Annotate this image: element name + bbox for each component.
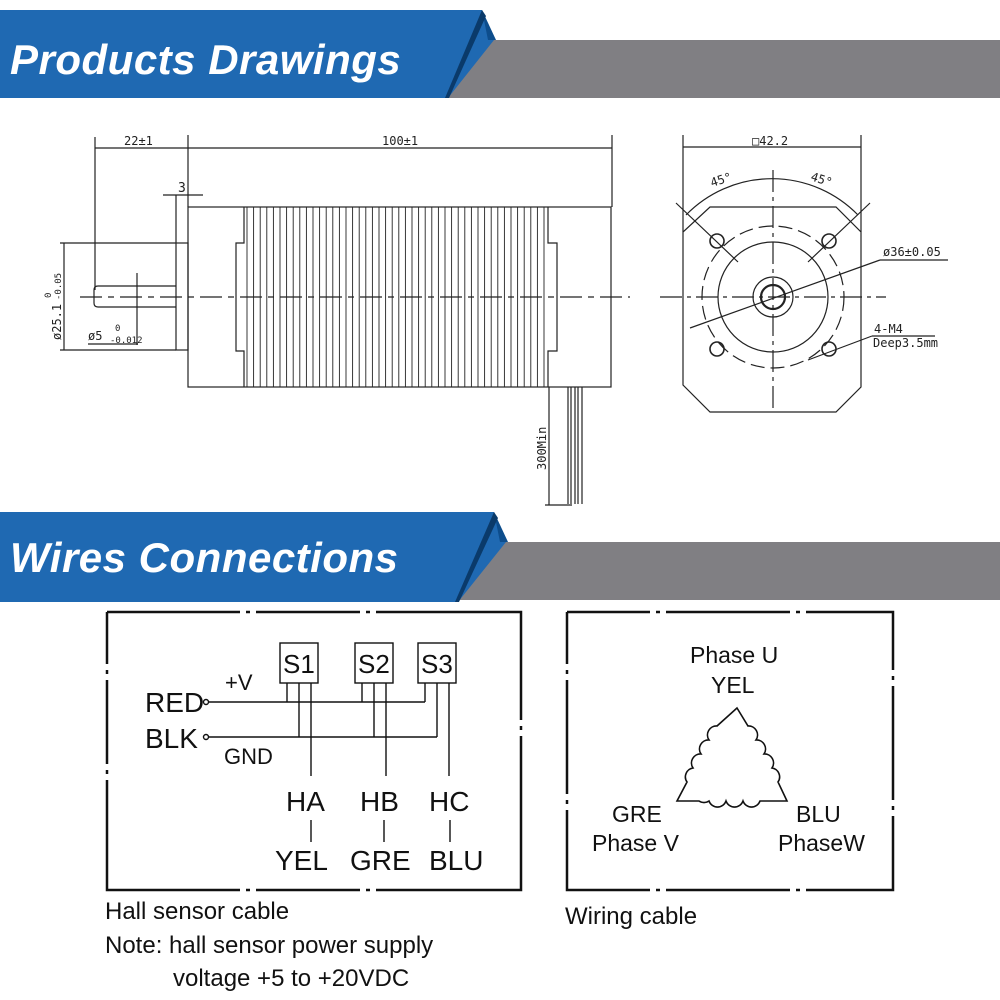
wires-connections-banner: Wires Connections bbox=[0, 512, 1000, 602]
red-wire-label: RED bbox=[145, 687, 204, 718]
dim-pilot-tol-upper: 0 bbox=[44, 293, 54, 298]
output-hb: HB bbox=[360, 786, 399, 817]
front-flange-outline bbox=[682, 206, 862, 413]
phase-v-label: Phase V bbox=[592, 830, 680, 856]
hole-spec-2: Deep3.5mm bbox=[873, 336, 938, 350]
banner-shape bbox=[0, 10, 1000, 98]
dim-lead-length: 300Min bbox=[535, 427, 549, 470]
delta-winding-icon bbox=[675, 706, 789, 808]
dim-bolt-circle: ø36±0.05 bbox=[883, 245, 941, 259]
sensor-s3: S3 bbox=[421, 649, 453, 679]
hall-sensor-caption: Hall sensor cable bbox=[105, 898, 290, 925]
output-hc-color: BLU bbox=[429, 845, 483, 876]
winding-frame bbox=[565, 610, 895, 892]
dim-pilot-diameter: ø25.1 bbox=[50, 304, 64, 340]
ground-label: GND bbox=[224, 744, 273, 769]
hall-sensor-note-1: Note: hall sensor power supply bbox=[105, 932, 434, 959]
motor-drawing: 22±1 100±1 3 ø25.1 0 -0.05 ø5 0 -0.012 3… bbox=[44, 134, 948, 506]
hall-circuit bbox=[202, 642, 457, 842]
phase-w-label: PhaseW bbox=[778, 830, 865, 856]
dim-shaft-tol-lower: -0.012 bbox=[110, 336, 143, 346]
output-ha: HA bbox=[286, 786, 325, 817]
hall-sensor-note-2: voltage +5 to +20VDC bbox=[173, 965, 410, 992]
dim-square: □42.2 bbox=[752, 134, 788, 148]
dim-shaft-length: 22±1 bbox=[124, 134, 153, 148]
angle-left: 45° bbox=[709, 170, 734, 190]
supply-label: +V bbox=[225, 670, 253, 695]
products-drawings-banner: Products Drawings bbox=[0, 10, 1000, 100]
dim-pilot-tol-lower: -0.05 bbox=[54, 273, 64, 300]
phase-w-color: BLU bbox=[796, 801, 841, 827]
angle-right: 45° bbox=[809, 170, 834, 190]
winding-caption: Wiring cable bbox=[565, 903, 698, 930]
phase-u-label: Phase U bbox=[690, 642, 778, 668]
output-hb-color: GRE bbox=[350, 845, 411, 876]
output-hc: HC bbox=[429, 786, 469, 817]
sensor-s2: S2 bbox=[358, 649, 390, 679]
dim-shaft-tol-upper: 0 bbox=[115, 324, 120, 334]
banner-shape bbox=[0, 512, 1000, 602]
dim-flange: 3 bbox=[178, 181, 186, 196]
phase-v-color: GRE bbox=[612, 801, 662, 827]
black-wire-label: BLK bbox=[145, 723, 198, 754]
hall-sensor-frame bbox=[105, 610, 523, 892]
section-title: Wires Connections bbox=[10, 534, 399, 581]
output-ha-color: YEL bbox=[275, 845, 328, 876]
section-title: Products Drawings bbox=[10, 36, 402, 83]
dim-body-length: 100±1 bbox=[382, 134, 418, 148]
dim-shaft-diameter: ø5 bbox=[88, 329, 102, 343]
hole-spec-1: 4-M4 bbox=[874, 322, 903, 336]
phase-u-color: YEL bbox=[711, 672, 755, 698]
sensor-s1: S1 bbox=[283, 649, 315, 679]
